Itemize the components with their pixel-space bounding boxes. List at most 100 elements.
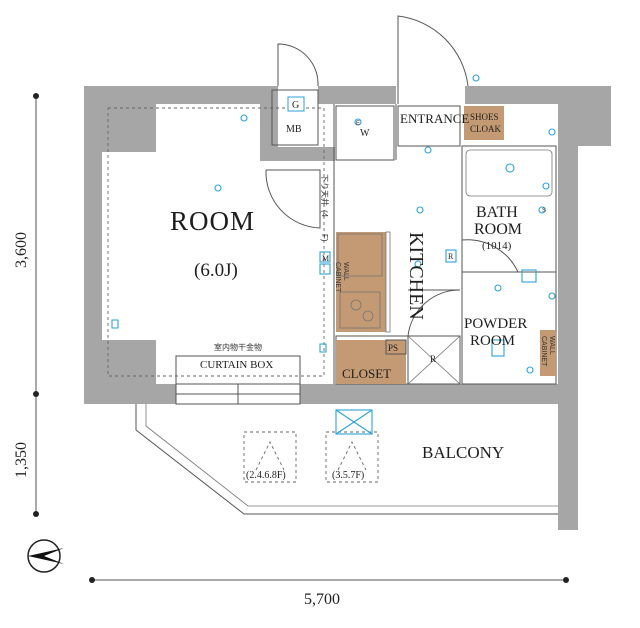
ps-box [385,339,407,355]
ceiling-light-powder [494,284,502,292]
wall-south-mid [300,384,558,404]
kitchen-label: KITCHEN [405,232,427,320]
ceiling-light-room [214,184,222,192]
wall-south [84,384,176,404]
dim-height-bottom: 1,350 [13,442,30,478]
dim-width: 5,700 [304,591,340,608]
hatch-left-ladder [255,440,285,471]
monitor-panel [319,251,331,263]
curtain-box-label: CURTAIN BOX [200,359,273,371]
bath-panel [445,249,457,263]
north-arrow-icon [27,539,64,573]
sym-m: M [322,254,329,263]
kitchen-counter [336,231,391,333]
ceiling-light-entrance [424,146,432,154]
sym-s: S [542,208,546,214]
entrance-outline [397,105,461,147]
walls [84,86,611,530]
dim-tick-mid [33,391,39,397]
bath-door [461,239,519,273]
sym-e: E [356,121,360,127]
sink [337,233,383,277]
washbasin [491,339,505,357]
dim-tick-top [33,93,39,99]
burner-1 [350,299,362,311]
outlet-entrance [548,128,556,136]
wall-mb-bottom [260,147,335,161]
lowered-ceiling-1: 下り天井 [320,174,330,206]
hatch-right-label: (3.5.7F) [332,470,364,481]
closet-label: CLOSET [342,366,391,381]
room-label: ROOM [170,206,255,236]
wall-room-corner [102,340,156,384]
outlet-room-south [319,343,327,353]
wall-east-lower [558,104,578,530]
room-door [265,169,321,229]
hatch-right [325,431,379,483]
wall-cabinet-k-2: CABINET [334,262,341,293]
bathtub [465,149,553,197]
dim-tick-left [89,577,95,583]
outlet-bath-2 [542,182,550,190]
washer-label: W [360,128,370,139]
wall-north-mb [260,86,278,161]
sym-r: R [448,252,454,261]
indoor-dryer-label: 室内物干金物 [214,342,262,352]
washer-space [335,105,395,161]
outlet-bath [538,206,546,214]
ps-outline [407,335,461,385]
ps-label: PS [388,343,398,353]
wall-north-room [84,86,260,104]
ps-cross-2 [407,335,461,385]
dimension-lines [33,93,569,583]
equipment [111,74,556,374]
bath-label: BATH [476,204,518,221]
mb-door [277,43,319,87]
burner-2 [362,310,374,322]
outlet-powder [548,292,556,300]
gas-meter-box [287,96,305,112]
outdoor-unit [335,409,373,435]
powder-cabinet-fill [540,330,556,376]
wall-cabinet-k-1: WALL [342,262,349,281]
hatch-right-ladder [337,440,367,471]
lowered-ceiling-2: (4 [320,210,329,218]
shoes-label: SHOES [470,112,499,122]
outlet-powder-2 [526,366,534,374]
room-ceiling-outline [107,107,325,377]
ceiling-light-kitchen-2 [414,260,422,268]
balcony-label: BALCONY [422,443,504,462]
toilet-tank [521,269,537,283]
dim-tick-bottom [33,511,39,517]
entrance-door [397,15,469,104]
kitchen-counter-wood [336,232,386,332]
kitchen-door [407,289,461,337]
closet-fill [336,340,406,384]
lowered-ceiling-3: F) [320,234,329,242]
outlet-room-west [111,319,119,329]
counter-edge [385,231,391,333]
cloak-label: CLOAK [470,124,501,134]
outdoor-unit-x2 [335,409,373,435]
ceiling-light-kitchen [416,206,424,214]
dim-tick-right [563,577,569,583]
shoes-cloak-fill [464,106,504,140]
bath-size: (1014) [482,240,512,252]
bath-light [505,163,515,173]
bath-room-label: ROOM [474,221,522,238]
wall-north-mid [318,86,396,104]
balcony-rail-inner [145,404,558,507]
windows [175,355,301,405]
smoke-detector [240,114,248,122]
wall-cabinet-p-2: CABINET [540,336,547,367]
wall-room-east-top [102,104,156,152]
wall-west [84,86,102,404]
hatch-left [243,431,297,483]
balcony-rail-outer [135,404,558,515]
r-label: R [430,354,436,364]
hatch-left-label: (2.4.6.8F) [246,470,286,481]
stove [339,291,381,329]
washer-tap [354,118,362,126]
dim-height-top: 3,600 [13,232,30,268]
